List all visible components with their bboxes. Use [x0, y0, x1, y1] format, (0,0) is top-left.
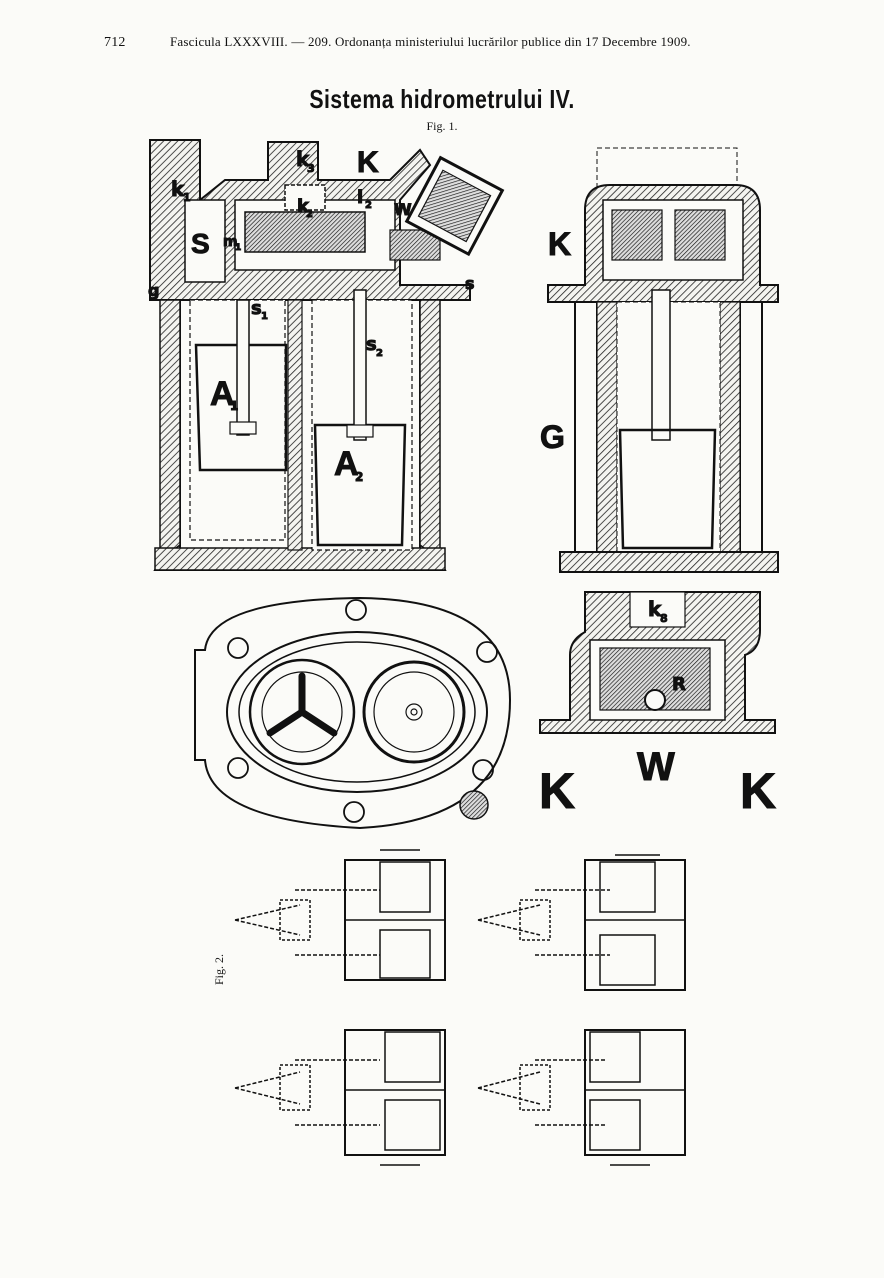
fig1-counter-detail: k 8 R K W K: [539, 591, 777, 820]
fig2-schematic-4: [477, 1029, 686, 1166]
label-m1-sub: 1: [235, 243, 241, 253]
label-k2: k: [297, 196, 310, 217]
label-s1-sub: 1: [261, 311, 268, 322]
label-k2-sub: 2: [306, 209, 313, 220]
label-l2: l: [357, 187, 363, 208]
label-A1: A: [210, 375, 235, 413]
label-W: W: [394, 200, 412, 219]
label-k8: k: [648, 597, 662, 621]
label-W-bottom: W: [637, 745, 675, 789]
label-K-top: K: [357, 146, 379, 179]
label-k3: k: [296, 147, 310, 171]
label-A2: A: [334, 445, 359, 483]
label-K-side: K: [548, 226, 571, 262]
label-s1: s: [251, 298, 262, 319]
label-k3-sub: 3: [307, 162, 315, 175]
label-s2-sub: 2: [376, 348, 383, 359]
label-s: s: [465, 274, 475, 293]
label-R: R: [672, 674, 686, 695]
page-number: 712: [104, 35, 126, 50]
label-G: G: [540, 419, 565, 455]
fig1-main-section: k 1 k 3 K k 2 l 2 W S m 1 g s s 1 s 2 A …: [148, 139, 505, 571]
label-K-left: K: [539, 763, 575, 819]
label-k8-sub: 8: [660, 612, 668, 625]
label-l2-sub: 2: [365, 200, 372, 211]
plate-title: Sistema hidrometrului IV.: [309, 84, 575, 114]
label-k1-sub: 1: [183, 191, 191, 204]
fig2-schematic-3: [234, 1029, 446, 1166]
label-k1: k: [171, 177, 185, 201]
label-A2-sub: 2: [355, 470, 363, 484]
fig2-schematic-1: [234, 849, 446, 981]
label-s2: s: [366, 334, 377, 355]
label-g: g: [148, 281, 159, 300]
label-m1: m: [223, 234, 238, 250]
fig1-side-section: K G: [540, 147, 779, 573]
running-header: 712 Fascicula LXXXVIII. — 209. Ordonanța …: [104, 34, 784, 51]
label-K-right: K: [740, 763, 776, 819]
fig1-plan-view: [194, 596, 512, 830]
fig2-schematic-2: [477, 854, 686, 991]
label-A1-sub: 1: [230, 399, 238, 413]
fig1-caption: Fig. 1.: [426, 119, 458, 133]
running-title: Fascicula LXXXVIII. — 209. Ordonanța min…: [170, 34, 691, 49]
label-S: S: [191, 228, 210, 259]
